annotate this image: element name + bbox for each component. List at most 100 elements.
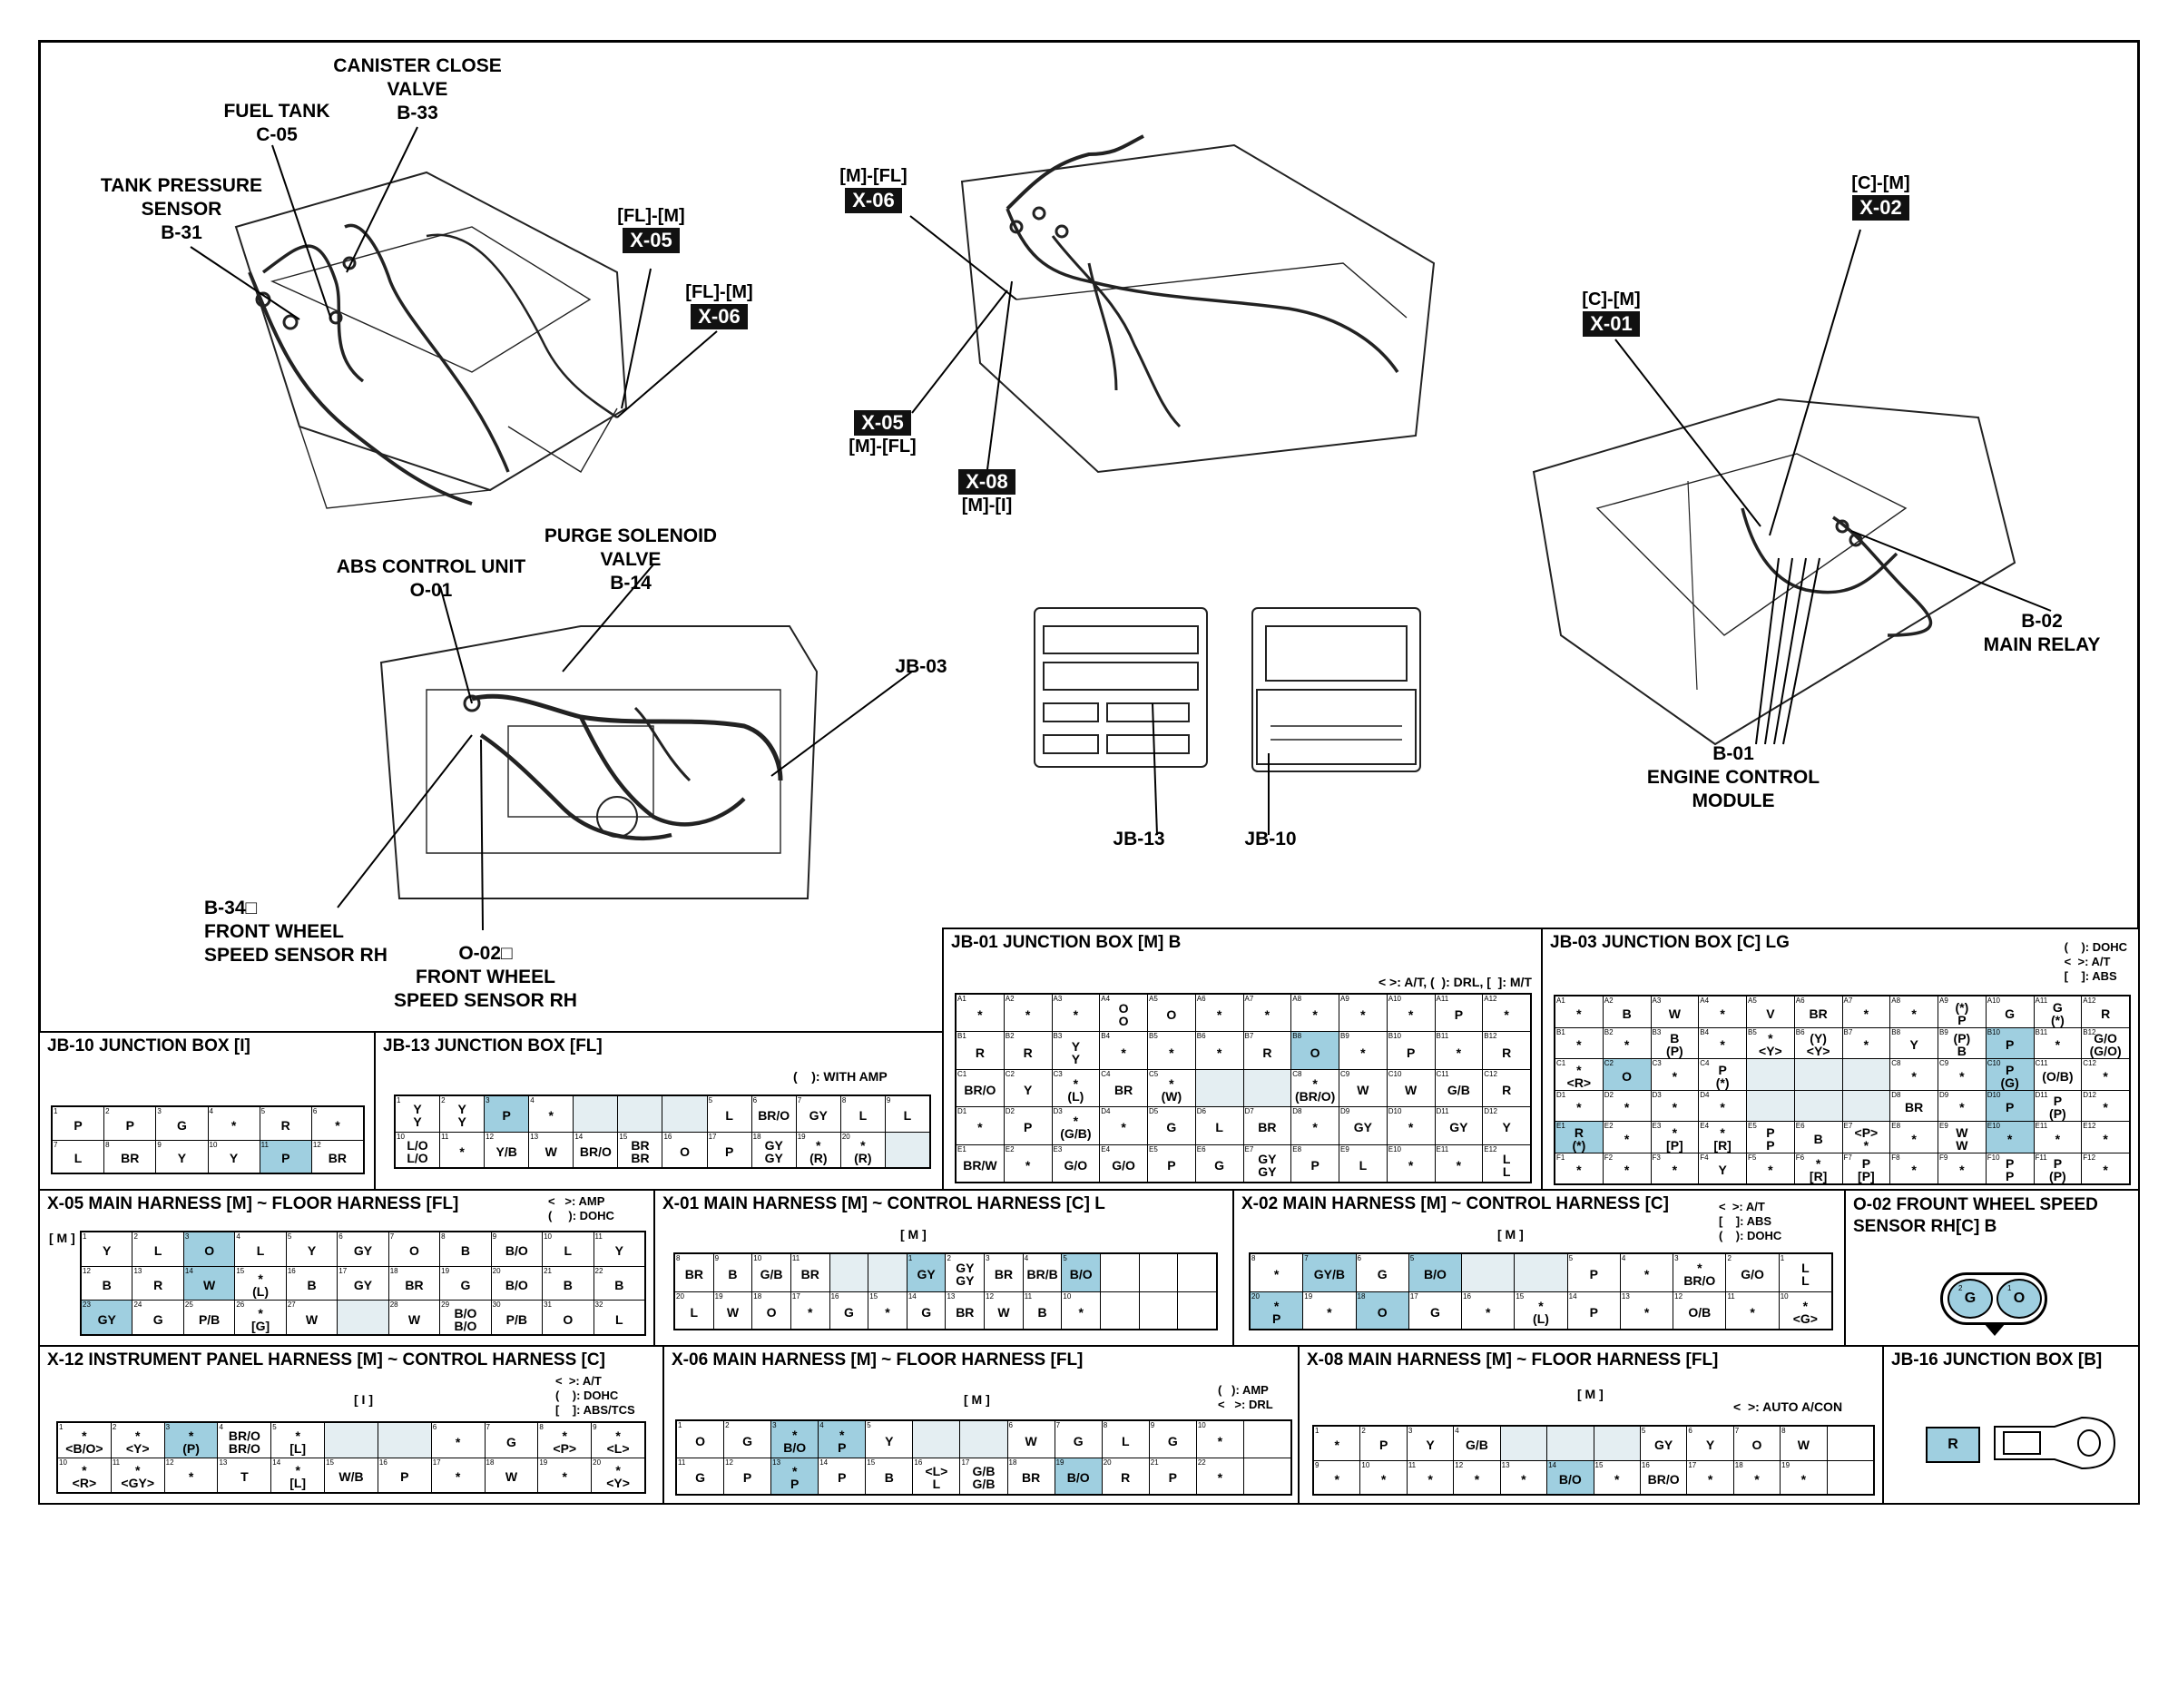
- pin-number: 13: [530, 1132, 539, 1141]
- wire-color: *: [1624, 1037, 1630, 1053]
- connector-pin: D2*: [1603, 1090, 1651, 1121]
- pin-number: 11: [1727, 1291, 1735, 1301]
- pin-number: 10: [1361, 1460, 1370, 1469]
- ref-floor-x05: [FL]-[M] X-05: [608, 205, 694, 253]
- wire-color: P (G): [2000, 1062, 2019, 1090]
- wire-color: P/B: [505, 1311, 528, 1327]
- wire-color: Y/B: [495, 1144, 517, 1159]
- wire-color: Y: [1426, 1438, 1435, 1453]
- pin-number: 9: [593, 1423, 597, 1431]
- panel-title: X-02 MAIN HARNESS [M] ~ CONTROL HARNESS …: [1241, 1194, 1669, 1213]
- panel-title: JB-01 JUNCTION BOX [M] B: [951, 933, 1182, 952]
- panel-legend: < >: A/T, ( ): DRL, [ ]: M/T: [1378, 975, 1532, 989]
- pin-number: 21: [544, 1266, 552, 1275]
- connector-pin: 3* (P): [164, 1423, 218, 1458]
- connector-pin: 13*: [1620, 1291, 1673, 1329]
- wire-color: *: [1720, 1100, 1725, 1115]
- pin-number: 12: [1455, 1460, 1464, 1469]
- engine-bay-drawing: [379, 625, 819, 899]
- wire-color: P: [1167, 1157, 1176, 1173]
- jb16-terminal-drawing: [1994, 1416, 2116, 1470]
- connector-pin: 16*: [1462, 1291, 1515, 1329]
- connector-pin: D8*: [1291, 1107, 1339, 1144]
- wire-color: * (R): [809, 1137, 828, 1165]
- connector-pin: 10*: [1360, 1460, 1407, 1494]
- connector-pin: 10*: [1062, 1291, 1101, 1329]
- connector-pin: D3* (G/B): [1052, 1107, 1100, 1144]
- wire-color: G/O: [1741, 1267, 1764, 1282]
- wire-color: *: [1121, 1120, 1126, 1135]
- connector-pin: 10* <R>: [58, 1458, 111, 1492]
- wire-color: GY: [1449, 1120, 1468, 1135]
- wire-color: Y: [177, 1151, 187, 1166]
- connector-pin: E2*: [1603, 1122, 1651, 1153]
- wire-color: G/O: [1064, 1157, 1088, 1173]
- wire-color: W: [1357, 1082, 1369, 1097]
- pin-number: B5: [1149, 1032, 1158, 1041]
- pin-number: 10: [1197, 1421, 1206, 1429]
- panel-x12: X-12 INSTRUMENT PANEL HARNESS [M] ~ CONT…: [38, 1345, 664, 1505]
- ref-dash-x05: X-05 [M]-[FL]: [839, 410, 926, 458]
- connector-pin: 17*: [790, 1291, 829, 1329]
- wire-color: BR: [328, 1151, 348, 1166]
- wire-color: *: [1707, 1471, 1713, 1487]
- wire-color: W: [1025, 1433, 1037, 1448]
- wire-color: *: [1360, 1045, 1366, 1060]
- wire-color: *: [1217, 1433, 1223, 1448]
- panel-legend: < >: A/T [ ]: ABS ( ): DOHC: [1719, 1200, 1782, 1242]
- pin-number: C4: [1700, 1059, 1710, 1067]
- panel-x06: X-06 MAIN HARNESS [M] ~ FLOOR HARNESS [F…: [662, 1345, 1300, 1505]
- pin-number: B8: [1891, 1027, 1901, 1036]
- wire-color: W: [726, 1304, 740, 1320]
- pin-number: 16: [830, 1291, 839, 1301]
- wire-color: *: [808, 1304, 813, 1320]
- connector-blank: [1243, 1421, 1290, 1458]
- label-tank-pressure-sensor: TANK PRESSURE SENSOR B-31: [100, 175, 263, 243]
- connector-pin: B11*: [2034, 1027, 2082, 1058]
- wire-color: * BR/O: [1683, 1261, 1716, 1289]
- connector-pin: F2*: [1603, 1153, 1651, 1183]
- wire-color: O: [1166, 1007, 1177, 1023]
- wire-color: L L: [1801, 1261, 1810, 1289]
- wire-color: BR/W: [963, 1157, 997, 1173]
- wire-color: *: [1312, 1007, 1318, 1023]
- connector-pin: 18*: [1733, 1460, 1781, 1494]
- pin-number: 1: [2007, 1284, 2012, 1292]
- pin-number: E7: [1843, 1122, 1853, 1130]
- pin-number: B2: [1604, 1027, 1614, 1036]
- pin-number: 9: [157, 1140, 162, 1149]
- connector-pin: 15* (L): [1515, 1291, 1567, 1329]
- pin-number: E12: [2083, 1122, 2096, 1130]
- pin-number: D10: [1987, 1090, 2001, 1099]
- wire-color: *: [231, 1117, 237, 1133]
- pin-number: 1: [678, 1421, 682, 1429]
- wire-color: * (R): [854, 1137, 872, 1165]
- wire-color: Y: [1023, 1082, 1033, 1097]
- wire-color: *: [1334, 1471, 1339, 1487]
- connector-pin: A4*: [1699, 996, 1746, 1027]
- wire-color: GY GY: [956, 1261, 975, 1289]
- connector-pin: B6*: [1195, 1032, 1243, 1069]
- ref-eng-x01: [C]-[M] X-01: [1568, 289, 1654, 337]
- pin-number: 16: [1463, 1291, 1471, 1301]
- wire-color: B: [563, 1277, 573, 1292]
